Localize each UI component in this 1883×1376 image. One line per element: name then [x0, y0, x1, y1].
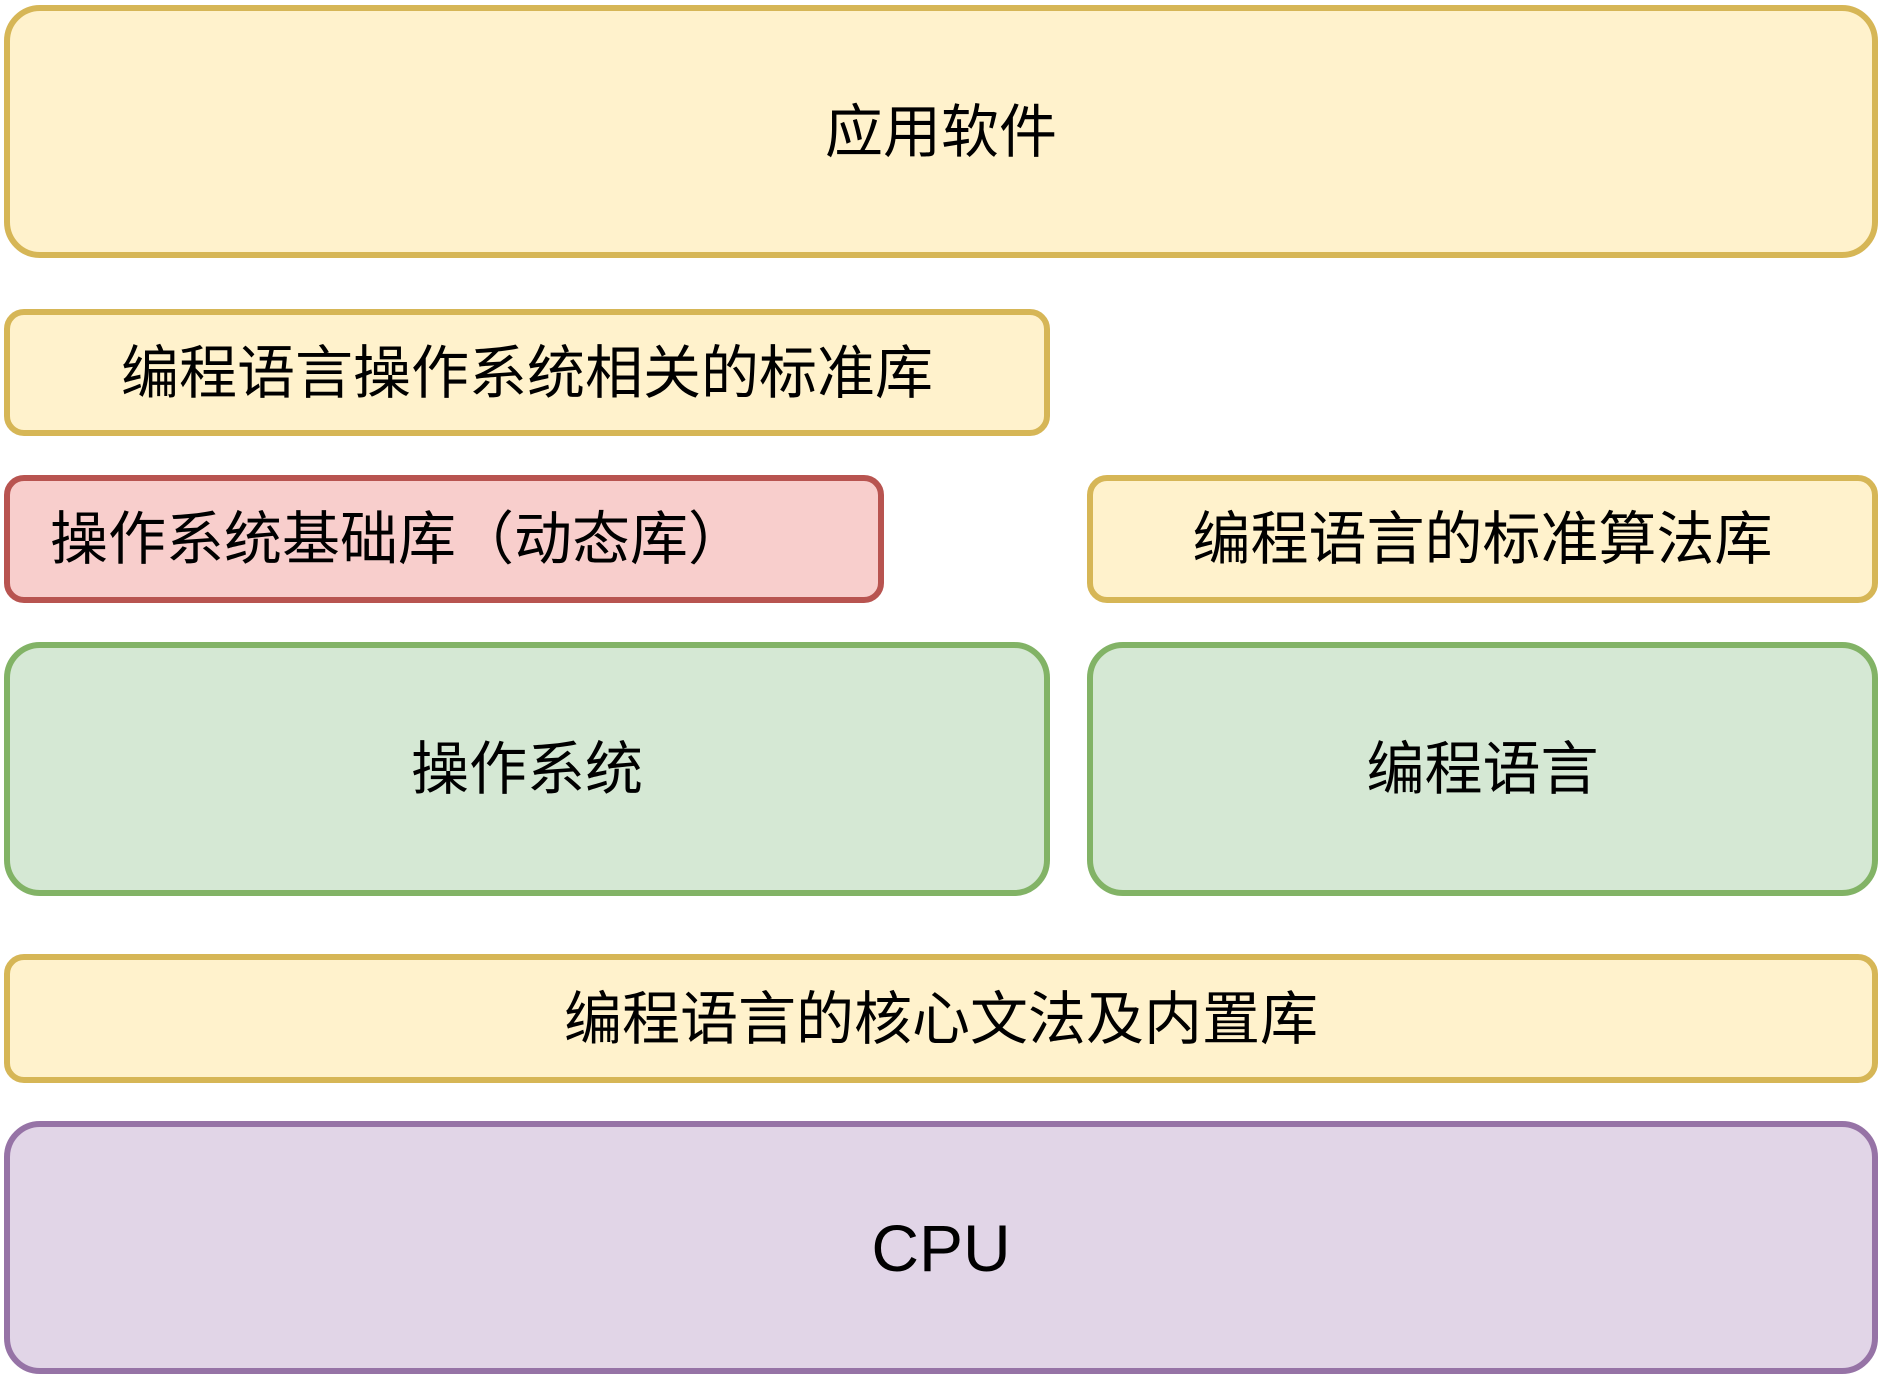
layer-label: CPU	[871, 1210, 1011, 1285]
layer-label: 编程语言的核心文法及内置库	[563, 984, 1318, 1053]
layer-label: 编程语言操作系统相关的标准库	[120, 338, 933, 407]
layer-cpu: CPU	[4, 1121, 1878, 1374]
layer-core-syntax-builtin-lib: 编程语言的核心文法及内置库	[4, 954, 1878, 1083]
layer-label: 操作系统	[410, 735, 643, 803]
layer-label: 操作系统基础库（动态库）	[50, 505, 747, 573]
layer-label: 编程语言的标准算法库	[1192, 505, 1773, 573]
layer-programming-language: 编程语言	[1087, 642, 1878, 896]
layer-operating-system: 操作系统	[4, 642, 1050, 896]
layer-label: 应用软件	[824, 97, 1057, 166]
layer-lang-algorithm-stdlib: 编程语言的标准算法库	[1087, 475, 1878, 603]
layer-os-related-stdlib: 编程语言操作系统相关的标准库	[4, 309, 1050, 436]
layer-application-software: 应用软件	[4, 5, 1878, 258]
layer-os-base-library: 操作系统基础库（动态库）	[4, 475, 884, 603]
layer-label: 编程语言	[1366, 735, 1599, 803]
